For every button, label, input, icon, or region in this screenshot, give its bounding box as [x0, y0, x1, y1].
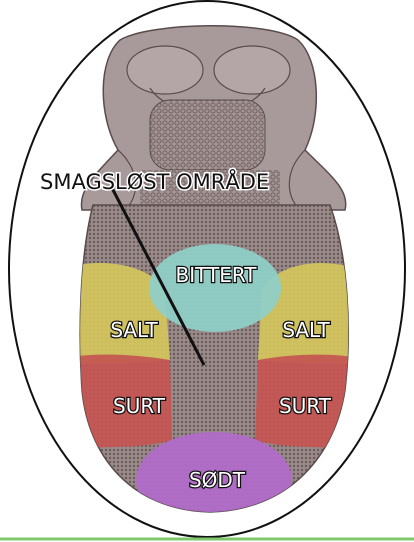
label-sour-left: SURT: [113, 394, 166, 418]
label-salt-right: SALT: [282, 318, 330, 342]
label-salt-left: SALT: [110, 318, 158, 342]
label-sweet: SØDT: [189, 468, 246, 492]
label-bitter: BITTERT: [176, 263, 258, 287]
label-sour-right: SURT: [279, 394, 332, 418]
bitter-zone: [149, 244, 281, 332]
label-tasteless-area: SMAGSLØST OMRÅDE: [40, 168, 269, 194]
